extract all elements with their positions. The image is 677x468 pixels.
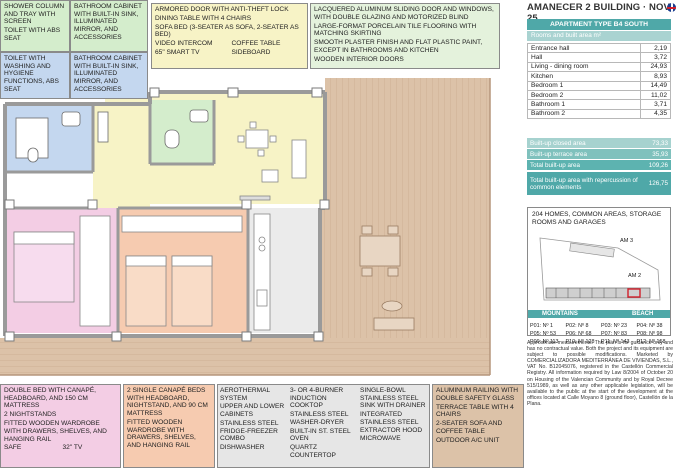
note-text: DOUBLE BED WITH CANAPÉ, HEADBOARD, AND 1… [4,387,96,410]
site-map [539,237,661,301]
beach-label: BEACH [632,310,654,317]
note-text: AEROTHERMAL SYSTEM [220,387,270,402]
bathroom-2-toilet-notes: TOILET WITH WASHING AND HYGIENE FUNCTION… [0,52,70,99]
note-text: TOILET WITH WASHING AND HYGIENE FUNCTION… [4,55,59,93]
bedroom-1-notes: DOUBLE BED WITH CANAPÉ, HEADBOARD, AND 1… [0,384,121,468]
bedroom-1-furniture [13,215,111,327]
bathroom-1-cabinet-notes: BATHROOM CABINET WITH BUILT-IN SINK, ILL… [70,0,148,52]
rooms-header: Rooms and built area m² [527,31,671,41]
uk-flag-icon[interactable] [667,3,676,12]
note-text: SMOOTH PLASTER FINISH AND FLAT PLASTIC P… [314,39,483,54]
bedroom-2-notes: 2 SINGLE CANAPÉ BEDS WITH HEADBOARD, NIG… [123,384,215,468]
note-text: TOILET WITH ABS SEAT [4,27,61,42]
note-text: TERRACE TABLE WITH 4 CHAIRS [436,403,514,419]
terrace-floor [0,78,491,376]
note-text: COFFEE TABLE [231,40,281,48]
note-text: 65" SMART TV [155,49,200,57]
note-text: LARGE-FORMAT PORCELAIN TILE FLOORING WIT… [314,22,477,38]
terrace-furniture [359,225,415,331]
am2-label: AM 2 [628,273,642,279]
note-text: FITTED WOODEN WARDROBE WITH DRAWERS, SHE… [127,419,196,450]
bathroom-fixtures [15,109,209,163]
note-text: ALUMINUM RAILING WITH DOUBLE SAFETY GLAS… [436,387,519,402]
note-text: STAINLESS STEEL WASHER-DRYER [290,411,349,426]
window-frames [4,87,330,342]
site-plan: 204 HOMES, COMMON AREAS, STORAGE ROOMS A… [527,207,671,345]
note-text: BATHROOM CABINET WITH BUILT-IN SINK, ILL… [74,55,142,93]
note-text: VIDEO INTERCOM [155,40,213,48]
note-text: 32" TV [62,444,83,452]
note-text: SAFE [4,444,22,452]
note-text: 2 NIGHTSTANDS [4,411,57,419]
note-text: LACQUERED ALUMINUM SLIDING DOOR AND WIND… [314,6,494,21]
walls [3,90,327,338]
apartment-type-header: APARTMENT TYPE B4 SOUTH [527,19,671,30]
mountains-label: MOUNTAINS [542,310,578,317]
legal-disclaimer: Approximate measurements. This plan is f… [527,340,673,407]
note-text: INTEGRATED STAINLESS STEEL EXTRACTOR HOO… [360,411,423,434]
note-text: MICROWAVE [360,435,401,443]
note-text: SIDEBOARD [231,49,271,57]
note-text: OUTDOOR A/C UNIT [436,436,500,444]
site-caption: 204 HOMES, COMMON AREAS, STORAGE ROOMS A… [532,211,662,226]
kitchen-fixtures [253,213,271,331]
note-text: DISHWASHER [220,443,265,451]
note-text: 3- OR 4-BURNER INDUCTION COOKTOP [290,387,344,410]
note-text: SINGLE-BOWL STAINLESS STEEL SINK WITH DR… [360,387,426,410]
note-text: BATHROOM CABINET WITH BUILT-IN SINK, ILL… [74,3,142,41]
living-furniture [237,121,307,201]
am3-label: AM 3 [620,238,634,244]
bedroom-2-furniture [121,215,243,327]
kitchen-notes: AEROTHERMAL SYSTEM UPPER AND LOWER CABIN… [217,384,430,468]
note-text: 2-SEATER SOFA AND COFFEE TABLE [436,420,503,435]
note-text: BUILT-IN ST. STEEL OVEN [290,427,351,443]
terrace-notes: ALUMINUM RAILING WITH DOUBLE SAFETY GLAS… [432,384,524,468]
note-text: UPPER AND LOWER CABINETS [220,403,285,419]
building-title: AMANECER 2 BUILDING · NOV. 25 [527,2,672,24]
note-text: STAINLESS STEEL FRIDGE-FREEZER COMBO [220,419,279,443]
note-text: ARMORED DOOR WITH ANTI-THEFT LOCK [155,6,289,13]
note-text: DINING TABLE WITH 4 CHAIRS [155,14,252,22]
total-area-common-row: Total built-up area with repercussion of… [527,172,671,196]
bathroom-2-cabinet-notes: BATHROOM CABINET WITH BUILT-IN SINK, ILL… [70,52,148,99]
note-text: 2 SINGLE CANAPÉ BEDS WITH HEADBOARD, NIG… [127,387,208,418]
info-panel: AMANECER 2 BUILDING · NOV. 25 APARTMENT … [527,0,677,468]
note-text: WOODEN INTERIOR DOORS [314,55,404,63]
bathroom-1-top-notes: SHOWER COLUMN AND TRAY WITH SCREEN TOILE… [0,0,70,52]
living-room-notes: ARMORED DOOR WITH ANTI-THEFT LOCK DINING… [151,3,308,69]
note-text: QUARTZ COUNTERTOP [290,443,336,459]
orientation-bar: MOUNTAINS BEACH [528,310,670,318]
general-finish-notes: LACQUERED ALUMINUM SLIDING DOOR AND WIND… [310,3,500,69]
note-text: SHOWER COLUMN AND TRAY WITH SCREEN [4,3,65,26]
note-text: FITTED WOODEN WARDROBE WITH DRAWERS, SHE… [4,420,107,443]
floor-plan [0,78,491,376]
note-text: SOFA BED (3-SEATER AS SOFA, 2-SEATER AS … [155,23,299,39]
